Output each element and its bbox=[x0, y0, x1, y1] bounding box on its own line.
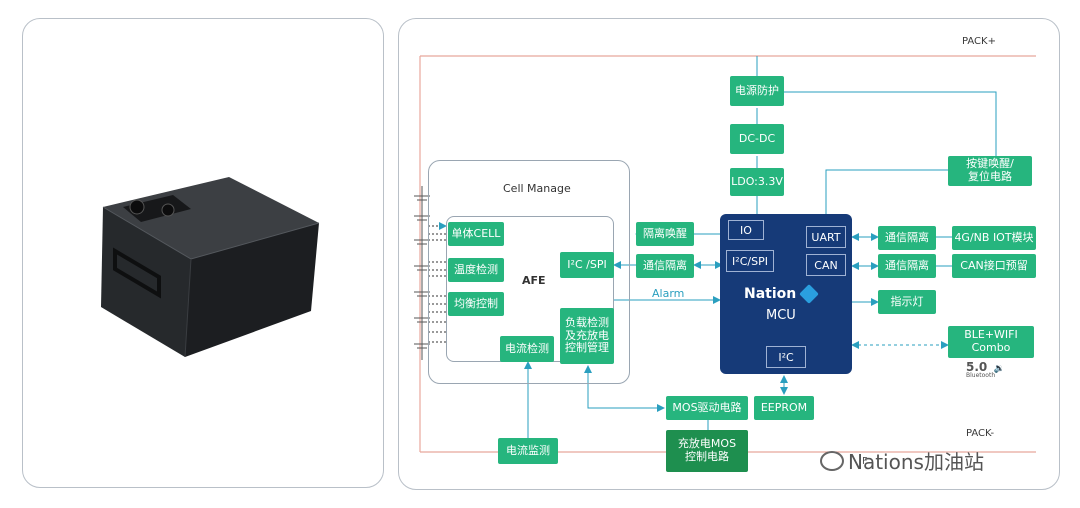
afe-label: AFE bbox=[522, 274, 546, 287]
ldo-block: LDO:3.3V bbox=[730, 168, 784, 196]
temp-detect-block: 温度检测 bbox=[448, 258, 504, 282]
cell-manage-group bbox=[428, 160, 630, 384]
mos-driver-block: MOS驱动电路 bbox=[666, 396, 748, 420]
balance-control-block: 均衡控制 bbox=[448, 292, 504, 316]
cell-manage-label: Cell Manage bbox=[503, 182, 571, 195]
nb-iot-module-block: 4G/NB IOT模块 bbox=[952, 226, 1036, 250]
mcu-uart-port: UART bbox=[806, 226, 846, 248]
watermark-text: Nations加油站 bbox=[848, 450, 984, 474]
comm-isolation-uart-block: 通信隔离 bbox=[878, 226, 936, 250]
current-detect-block: 电流检测 bbox=[500, 336, 554, 362]
product-photo-panel bbox=[22, 18, 384, 488]
mcu-block: IO I²C/SPI UART CAN Nation MCU I²C bbox=[720, 214, 852, 374]
mcu-i2c-port: I²C bbox=[766, 346, 806, 368]
isolation-wake-block: 隔离唤醒 bbox=[636, 222, 694, 246]
mcu-label: MCU bbox=[766, 308, 796, 323]
nation-logo: Nation bbox=[744, 284, 820, 304]
bluetooth-badge: 5.0 🔉 Bluetooth bbox=[966, 360, 1005, 379]
mcu-can-port: CAN bbox=[806, 254, 846, 276]
i2c-spi-afe-block: I²C /SPI bbox=[560, 252, 614, 278]
footer-fragment: F bbox=[862, 456, 868, 467]
power-protect-block: 电源防护 bbox=[730, 76, 784, 106]
cell-block: 单体CELL bbox=[448, 222, 504, 246]
nation-brand: Nation bbox=[744, 286, 797, 302]
alarm-label: Alarm bbox=[652, 287, 685, 300]
current-monitor-block: 电流监测 bbox=[498, 438, 558, 464]
eeprom-block: EEPROM bbox=[754, 396, 814, 420]
watermark: Nations加油站 bbox=[820, 446, 984, 475]
dcdc-block: DC-DC bbox=[730, 124, 784, 154]
wechat-icon bbox=[820, 450, 844, 471]
comm-isolation-can-block: 通信隔离 bbox=[878, 254, 936, 278]
ble-wifi-combo-block: BLE+WIFI Combo bbox=[948, 326, 1034, 358]
speaker-icon: 🔉 bbox=[993, 364, 1005, 374]
bluetooth-badge-sub: Bluetooth bbox=[966, 372, 996, 379]
pack-plus-label: PACK+ bbox=[962, 36, 996, 47]
pack-minus-label: PACK- bbox=[966, 428, 995, 439]
key-wake-reset-block: 按键唤醒/ 复位电路 bbox=[948, 156, 1032, 186]
load-detect-block: 负载检测 及充放电 控制管理 bbox=[560, 308, 614, 364]
mcu-io-port: IO bbox=[728, 220, 764, 240]
mcu-i2c-spi-port: I²C/SPI bbox=[726, 250, 774, 272]
charge-mos-control-block: 充放电MOS 控制电路 bbox=[666, 430, 748, 472]
battery-pack-image bbox=[101, 177, 320, 358]
indicator-light-block: 指示灯 bbox=[878, 290, 936, 314]
cell-stack bbox=[414, 186, 430, 360]
can-reserve-block: CAN接口预留 bbox=[952, 254, 1036, 278]
comm-isolation-afe-block: 通信隔离 bbox=[636, 254, 694, 278]
nation-logo-icon bbox=[799, 284, 820, 304]
bluetooth-version: 5.0 bbox=[966, 360, 988, 374]
